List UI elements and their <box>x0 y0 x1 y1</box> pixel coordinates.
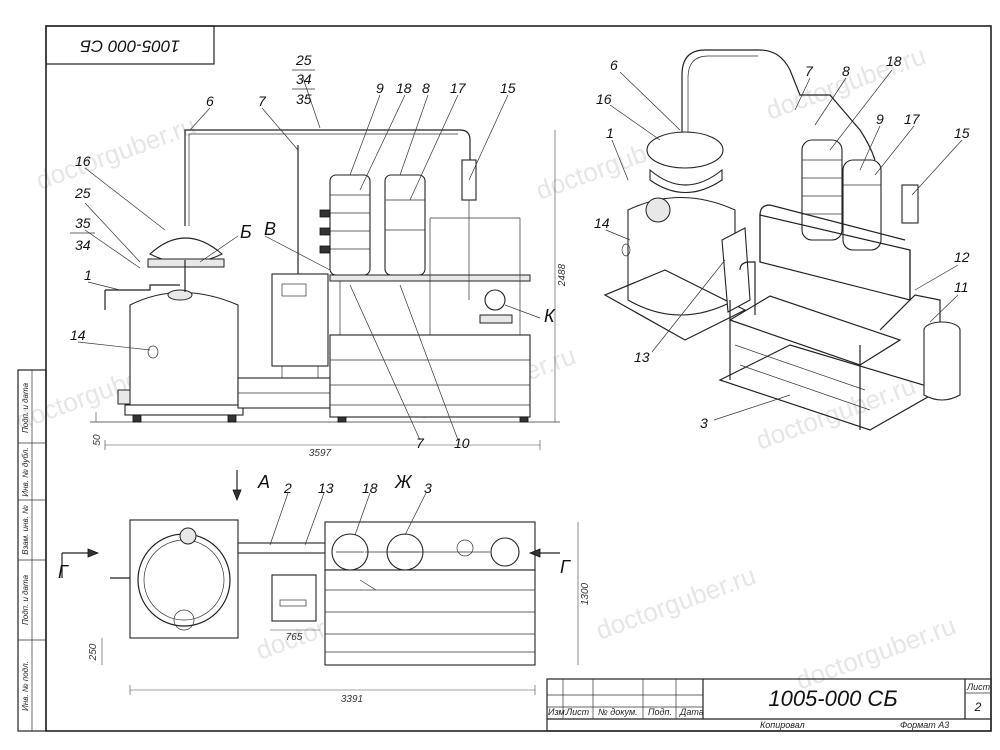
callout-25: 25 <box>74 185 91 201</box>
iso-callout-9: 9 <box>876 111 884 127</box>
drawing-number: 1005-000 СБ <box>768 686 897 711</box>
iso-callout-12: 12 <box>954 249 970 265</box>
side-stamp: Подп. и дата Инв. № дубл. Взам. инв. № П… <box>17 369 47 732</box>
iso-callout-17: 17 <box>904 111 921 127</box>
stamp-dup-inv: Инв. № дубл. <box>21 447 30 496</box>
callout-view-a: А <box>257 472 270 492</box>
vapor-pipe <box>184 129 471 226</box>
iso-callout-15: 15 <box>954 125 970 141</box>
callout-15: 15 <box>500 80 516 96</box>
callout-6: 6 <box>206 93 214 109</box>
mirrored-number: 1005-000 СБ <box>80 37 180 56</box>
column-17 <box>384 174 426 276</box>
stamp-sign-date-2: Подп. и дата <box>21 574 30 625</box>
dim-height: 2488 <box>557 263 568 287</box>
callout-14: 14 <box>70 327 86 343</box>
dim-offset: 250 <box>88 643 99 661</box>
callout-section-g-left: Г <box>58 562 69 582</box>
iso-callout-16: 16 <box>596 91 612 107</box>
tb-change: Изм. <box>548 707 567 717</box>
callout-18-top: 18 <box>362 480 378 496</box>
tb-doc: № докум. <box>598 707 638 717</box>
control-cabinet <box>271 273 329 367</box>
stamp-orig-inv: Инв. № подл. <box>21 661 30 711</box>
callout-35: 35 <box>75 215 91 231</box>
copied-label: Копировал <box>760 720 805 730</box>
format-label: Формат А3 <box>900 720 949 730</box>
iso-vapor-pipe <box>681 49 876 161</box>
stamp-repl-inv: Взам. инв. № <box>21 505 30 555</box>
callout-1: 1 <box>84 267 92 283</box>
dim-top-width: 3391 <box>341 694 363 705</box>
callout-3: 3 <box>424 480 432 496</box>
iso-callout-14: 14 <box>594 215 610 231</box>
watermark-6: doctorguber.ru <box>752 370 920 456</box>
cart-frame <box>329 334 531 418</box>
iso-view: 6 16 7 8 18 9 17 15 1 14 12 11 13 3 <box>594 49 970 431</box>
top-view: 1300 765 250 3391 А 2 13 18 Ж 3 Г Г <box>58 470 591 705</box>
dim-base: 50 <box>92 434 103 446</box>
dim-width: 3597 <box>309 448 332 459</box>
iso-callout-18: 18 <box>886 53 902 69</box>
iso-callout-1: 1 <box>606 125 614 141</box>
callout-10: 10 <box>454 435 470 451</box>
sheet-number: 2 <box>974 700 982 714</box>
callout-2: 2 <box>283 480 292 496</box>
iso-callout-13: 13 <box>634 349 650 365</box>
callout-17: 17 <box>450 80 467 96</box>
iso-column-18 <box>801 139 843 241</box>
stamp-sign-date-1: Подп. и дата <box>21 382 30 433</box>
callout-35-top: 35 <box>296 91 312 107</box>
iso-column-17 <box>842 159 882 251</box>
callout-8: 8 <box>422 80 430 96</box>
watermark-1: doctorguber.ru <box>32 110 200 196</box>
front-view: 2488 50 3597 25 34 35 <box>70 52 568 459</box>
callout-view-k: К <box>544 306 556 326</box>
callout-7-bottom: 7 <box>416 435 425 451</box>
callout-18: 18 <box>396 80 412 96</box>
column-18 <box>329 174 371 276</box>
callout-34: 34 <box>75 237 91 253</box>
iso-callout-6: 6 <box>610 57 618 73</box>
callout-section-g-right: Г <box>560 557 571 577</box>
tb-sheet: Лист <box>565 707 590 717</box>
callout-view-zh: Ж <box>394 472 413 492</box>
iso-callout-11: 11 <box>954 279 969 295</box>
callout-13: 13 <box>318 480 334 496</box>
callout-view-b: Б <box>240 222 252 242</box>
tb-sign: Подп. <box>648 707 672 717</box>
watermark-8: doctorguber.ru <box>592 560 760 646</box>
callout-25-top: 25 <box>295 52 312 68</box>
callout-view-v: В <box>264 219 276 239</box>
callout-34-top: 34 <box>296 71 312 87</box>
title-block: Изм. Лист № докум. Подп. Дата 1005-000 С… <box>546 678 992 732</box>
sheet-label: Лист <box>966 682 991 692</box>
mirrored-number-box: 1005-000 СБ <box>45 25 215 65</box>
dim-depth: 1300 <box>580 582 591 605</box>
iso-callout-3: 3 <box>700 415 708 431</box>
tb-date: Дата <box>679 707 704 717</box>
iso-callout-7: 7 <box>805 63 814 79</box>
iso-callout-8: 8 <box>842 63 850 79</box>
watermark-9: doctorguber.ru <box>792 610 960 696</box>
kettle-body <box>129 292 239 411</box>
callout-16: 16 <box>75 153 91 169</box>
callout-9: 9 <box>376 80 384 96</box>
callout-7: 7 <box>258 93 267 109</box>
dim-inner: 765 <box>286 632 303 643</box>
